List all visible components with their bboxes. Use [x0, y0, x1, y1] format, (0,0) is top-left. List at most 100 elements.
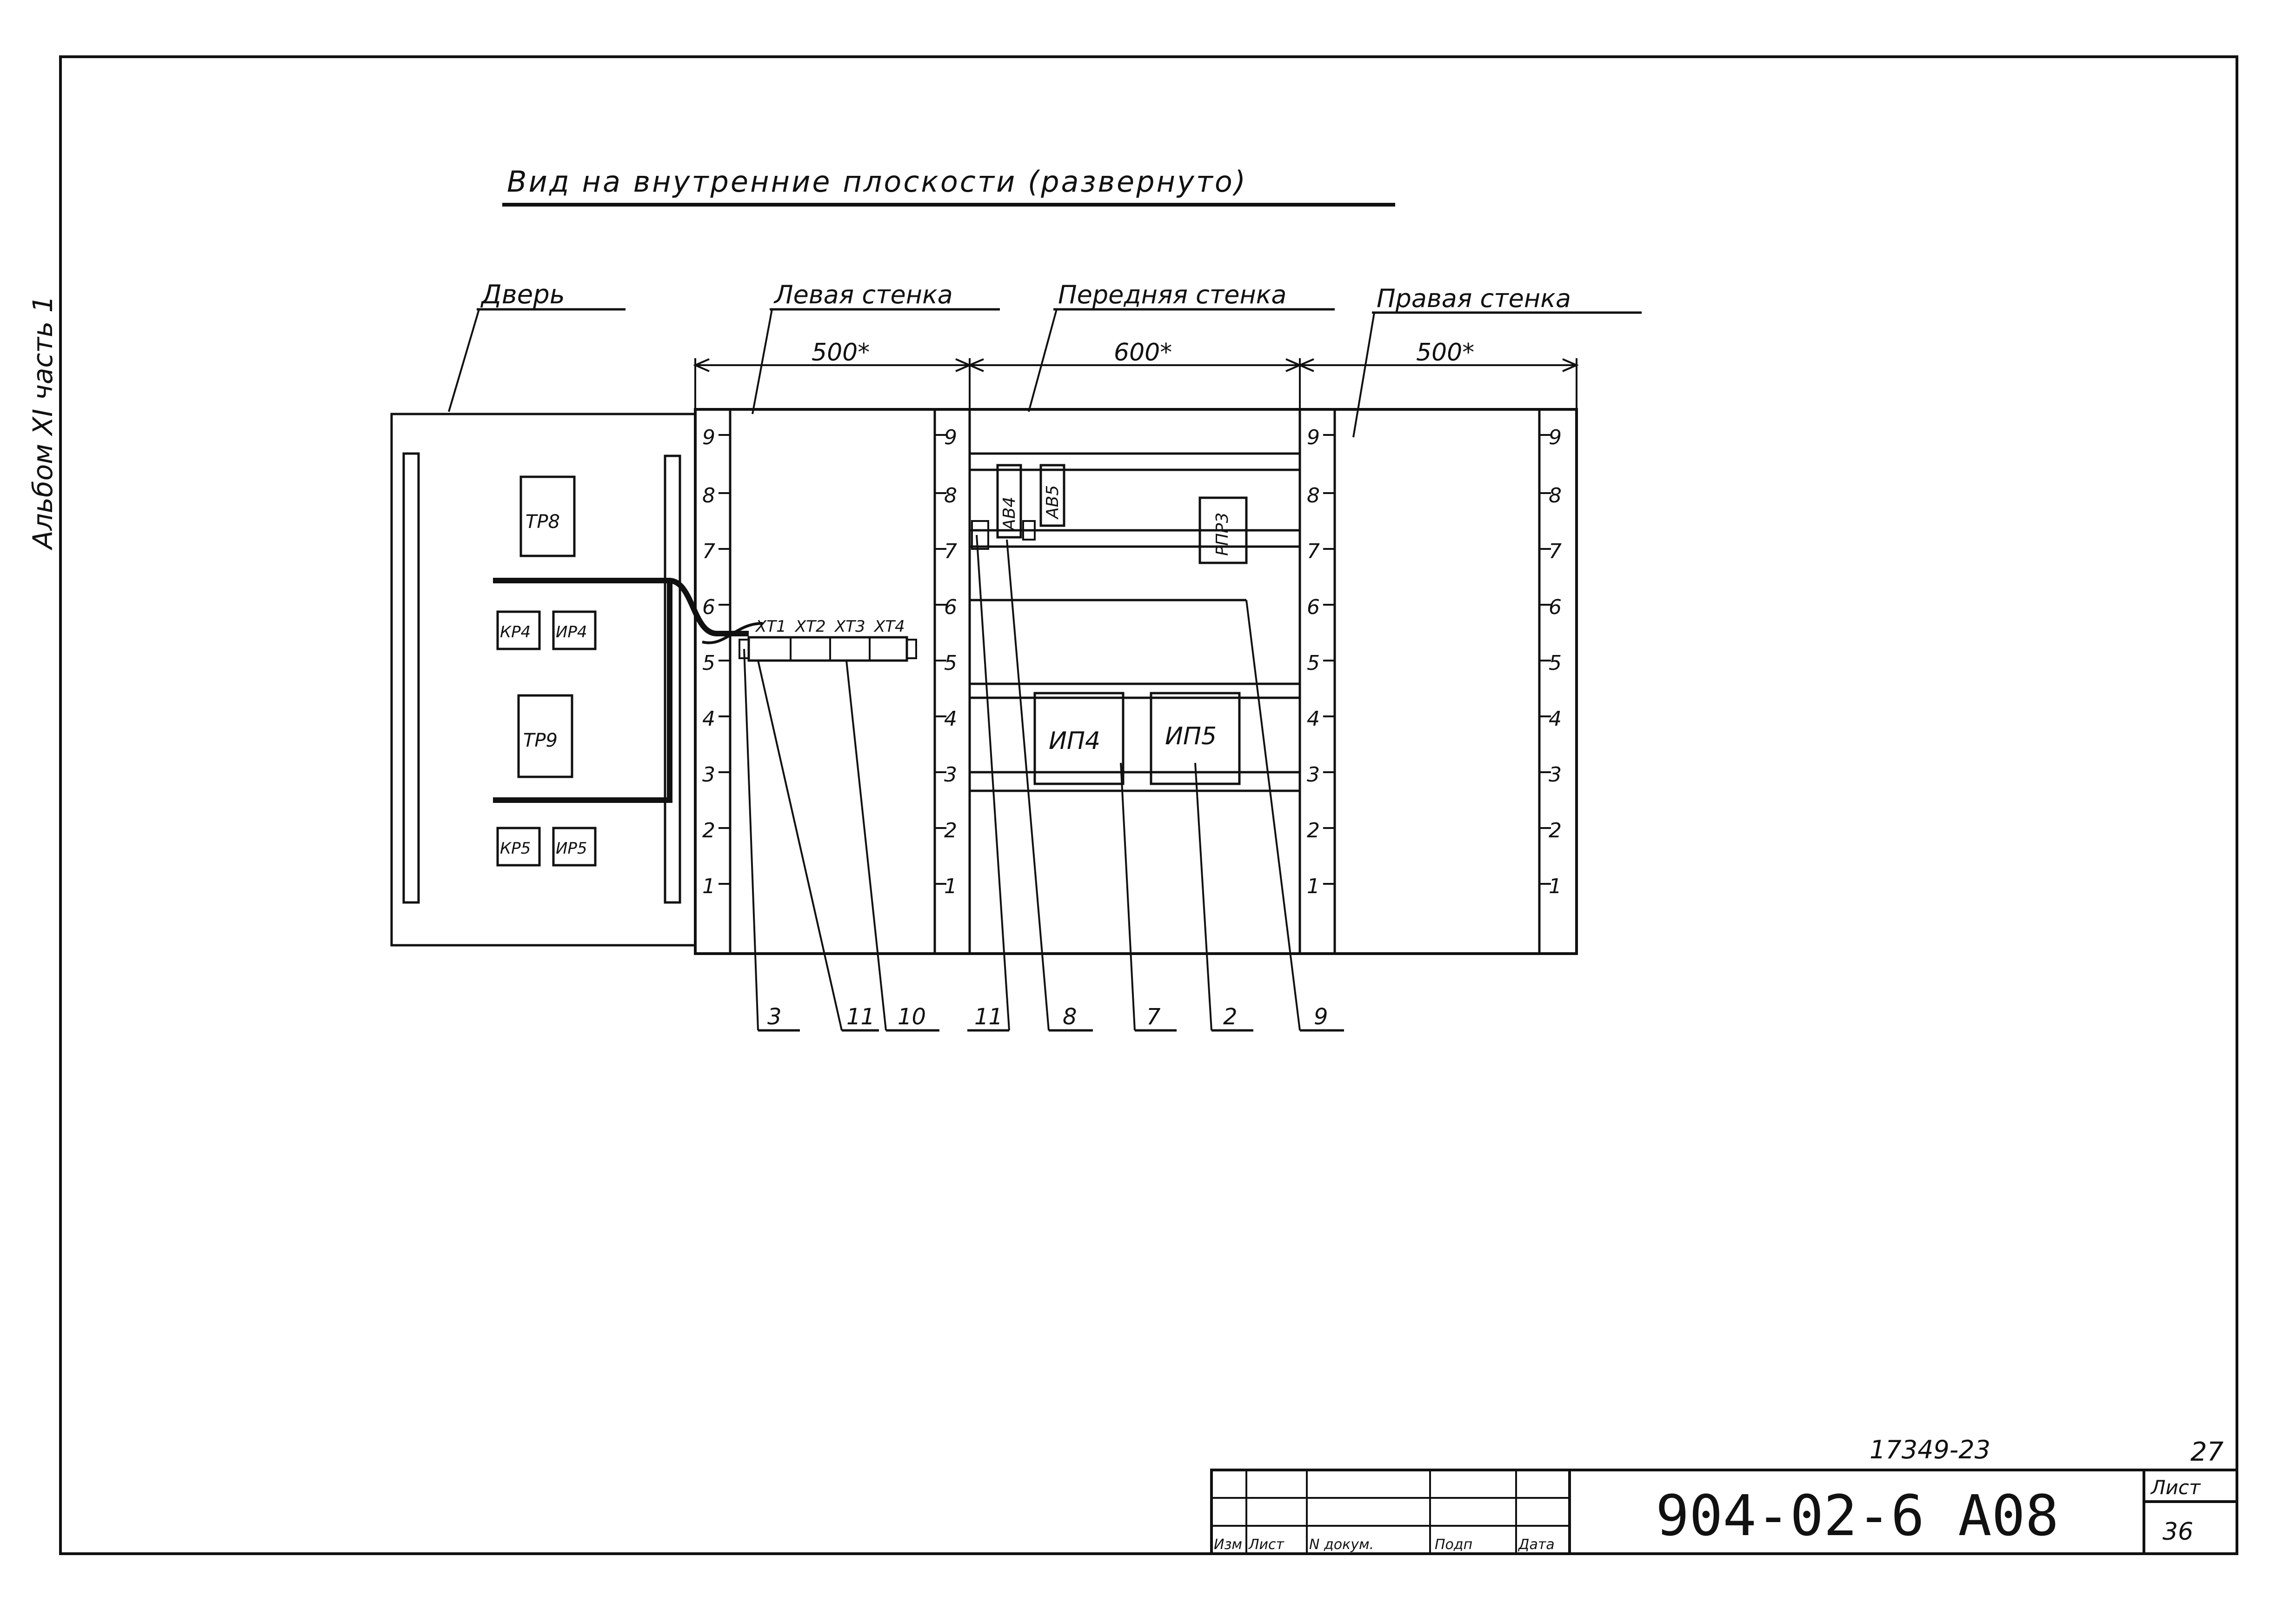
- callout-8: 8: [1063, 1004, 1077, 1030]
- svg-text:3: 3: [702, 763, 715, 787]
- device-kr5-label: КР5: [500, 839, 531, 858]
- dimension-lines: [692, 358, 1579, 409]
- svg-text:4: 4: [1549, 707, 1562, 731]
- svg-text:1: 1: [1549, 875, 1562, 898]
- device-rpr3: [1198, 496, 1248, 564]
- device-rpr3-label: РПР3: [1213, 513, 1232, 556]
- walls-outline: [694, 408, 1578, 955]
- dim-left: 500*: [812, 339, 870, 367]
- svg-text:9: 9: [1307, 426, 1320, 449]
- svg-text:3: 3: [944, 763, 957, 787]
- scale-left-wall-a: 9 8 7 6 5 4 3 2 1: [702, 426, 715, 898]
- svg-text:1: 1: [702, 875, 715, 898]
- svg-text:3: 3: [1549, 763, 1562, 787]
- device-tr8: [519, 475, 576, 557]
- door-rail-left: [402, 452, 420, 904]
- device-ir4: [552, 610, 597, 650]
- callout-7: 7: [1146, 1004, 1161, 1030]
- device-av4: [996, 464, 1022, 539]
- device-ip4: [1033, 692, 1125, 785]
- svg-text:9: 9: [702, 426, 715, 449]
- scale-left-wall-b: 9 8 7 6 5 4 3 2 1: [944, 426, 957, 898]
- dim-front: 600*: [1114, 339, 1172, 367]
- small-clip-2: [1022, 520, 1036, 541]
- device-kr5: [496, 827, 541, 867]
- right-wall-leader: [1352, 312, 1375, 438]
- svg-text:6: 6: [1307, 595, 1320, 619]
- svg-text:5: 5: [1549, 651, 1562, 675]
- door-devices: ТР8 КР4 ИР4 ТР9 КР5 ИР5: [496, 475, 597, 867]
- svg-text:6: 6: [944, 595, 957, 619]
- right-wall-label: Правая стенка: [1377, 284, 1571, 313]
- sheet-label: Лист: [2150, 1476, 2201, 1499]
- tb-header-izm: Изм: [1214, 1537, 1242, 1553]
- callout-11a: 11: [846, 1004, 875, 1030]
- svg-text:7: 7: [944, 540, 957, 563]
- scale-right-wall: 9 8 7 6 5 4 3 2 1: [1549, 426, 1562, 898]
- door-cable-upper: [493, 578, 749, 636]
- scale-front-wall: 9 8 7 6 5 4 3 2 1: [1307, 426, 1320, 898]
- front-rails: [970, 452, 1300, 792]
- left-wall-leader: [752, 309, 773, 414]
- device-av4-label: АВ4: [1000, 497, 1019, 531]
- inventory-number: 17349-23: [1870, 1435, 1990, 1464]
- svg-text:5: 5: [1307, 651, 1320, 675]
- svg-text:4: 4: [944, 707, 957, 731]
- scale-ticks: [719, 434, 1551, 885]
- device-av5-label: АВ5: [1043, 485, 1062, 520]
- svg-text:8: 8: [1307, 484, 1320, 508]
- dim-right: 500*: [1416, 339, 1474, 367]
- svg-text:8: 8: [702, 484, 715, 508]
- terminal-xt1: ХТ1: [755, 617, 786, 636]
- svg-text:4: 4: [1307, 707, 1320, 731]
- svg-text:2: 2: [1307, 819, 1320, 842]
- device-ip5-label: ИП5: [1165, 722, 1217, 750]
- svg-text:7: 7: [1307, 540, 1320, 563]
- door-label: Дверь: [480, 280, 565, 310]
- tb-header-ndokum: N докум.: [1309, 1537, 1374, 1553]
- terminal-block: [739, 636, 917, 662]
- front-wall-leader: [1028, 309, 1058, 412]
- svg-text:2: 2: [1549, 819, 1562, 842]
- callout-11b: 11: [974, 1004, 1003, 1030]
- svg-text:2: 2: [944, 819, 957, 842]
- device-ir5: [552, 827, 597, 867]
- callout-3: 3: [767, 1004, 782, 1030]
- svg-text:5: 5: [702, 651, 715, 675]
- drawing-designation: 904-02-6 А08: [1656, 1484, 2059, 1549]
- tb-header-podp: Подп: [1435, 1537, 1472, 1553]
- callout-10: 10: [898, 1004, 926, 1030]
- device-ir5-label: ИР5: [556, 839, 587, 858]
- svg-text:9: 9: [1549, 426, 1562, 449]
- door-cable-lower: [493, 581, 672, 803]
- drawing-title: Вид на внутренние плоскости (развернуто): [507, 165, 1247, 199]
- device-ip5: [1150, 692, 1241, 785]
- device-av5: [1039, 464, 1065, 527]
- right-wall-panel: [1333, 408, 1541, 955]
- device-tr9-label: ТР9: [523, 730, 558, 751]
- door-rail-right: [664, 454, 681, 904]
- device-kr4: [496, 610, 541, 650]
- svg-text:3: 3: [1307, 763, 1320, 787]
- front-wall-label: Передняя стенка: [1058, 280, 1286, 309]
- callout-2: 2: [1223, 1004, 1238, 1030]
- terminal-xt4: ХТ4: [873, 617, 905, 636]
- title-block: [1210, 1469, 2238, 1555]
- callout-9: 9: [1314, 1004, 1328, 1030]
- device-tr8-label: ТР8: [526, 511, 560, 533]
- svg-text:5: 5: [944, 651, 957, 675]
- door-panel: [390, 413, 697, 947]
- terminal-xt2: ХТ2: [794, 617, 826, 636]
- small-clip-1: [971, 520, 989, 550]
- device-ip4-label: ИП4: [1049, 727, 1100, 755]
- front-devices: АВ4 АВ5 РПР3 ИП4 ИП5: [971, 464, 1248, 785]
- callout-leaders: [743, 534, 1301, 1031]
- svg-text:9: 9: [944, 426, 957, 449]
- page-number: 27: [2190, 1437, 2224, 1467]
- sheet-number: 36: [2163, 1518, 2193, 1546]
- svg-text:1: 1: [1307, 875, 1320, 898]
- svg-text:1: 1: [944, 875, 957, 898]
- svg-text:7: 7: [1549, 540, 1562, 563]
- device-tr9: [517, 694, 573, 778]
